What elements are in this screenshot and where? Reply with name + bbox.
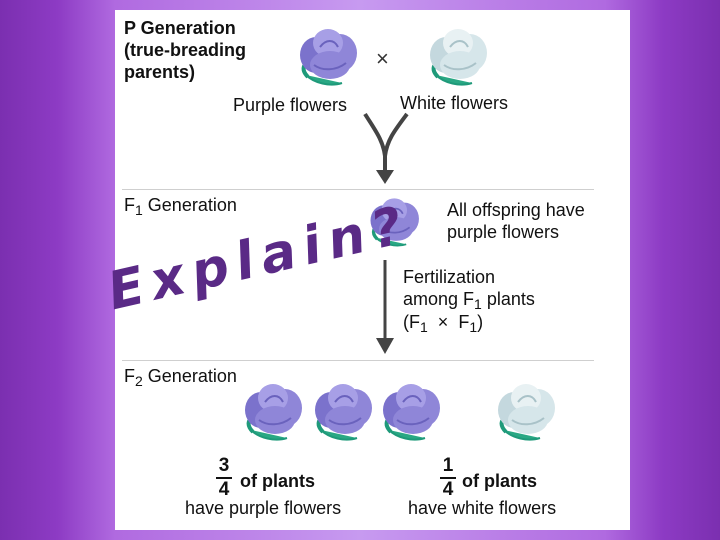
divider-1 [122,189,594,190]
white-fraction: 1 4 [440,456,456,500]
white-flower-parent [428,27,489,87]
f1-generation-title: F1 Generation [124,195,237,218]
white-fraction-caption: have white flowers [408,498,557,518]
divider-2 [122,360,594,361]
white-flowers-label: White flowers [400,93,509,113]
purple-fraction-of-plants: of plants [240,471,315,491]
cross-symbol: × [376,46,389,71]
merge-arrow [363,112,409,184]
purple-flower-f2-3 [381,382,442,442]
f2-generation-title: F2 Generation [124,366,237,389]
white-fraction-of-plants: of plants [462,471,537,491]
purple-flower-parent [298,27,359,87]
white-flower-f2 [496,382,557,442]
purple-flowers-label: Purple flowers [233,95,348,115]
diagram-panel [115,10,630,530]
purple-fraction-caption: have purple flowers [185,498,342,518]
p-generation-title: P Generation (true-breading parents) [124,18,247,82]
purple-fraction: 3 4 [216,456,232,500]
fertilization-text: Fertilization among F1 plants (F1 × F1) [403,267,535,335]
purple-flower-f2-1 [243,382,304,442]
f1-result-text: All offspring have purple flowers [447,200,585,242]
fertilization-arrow [376,260,394,354]
